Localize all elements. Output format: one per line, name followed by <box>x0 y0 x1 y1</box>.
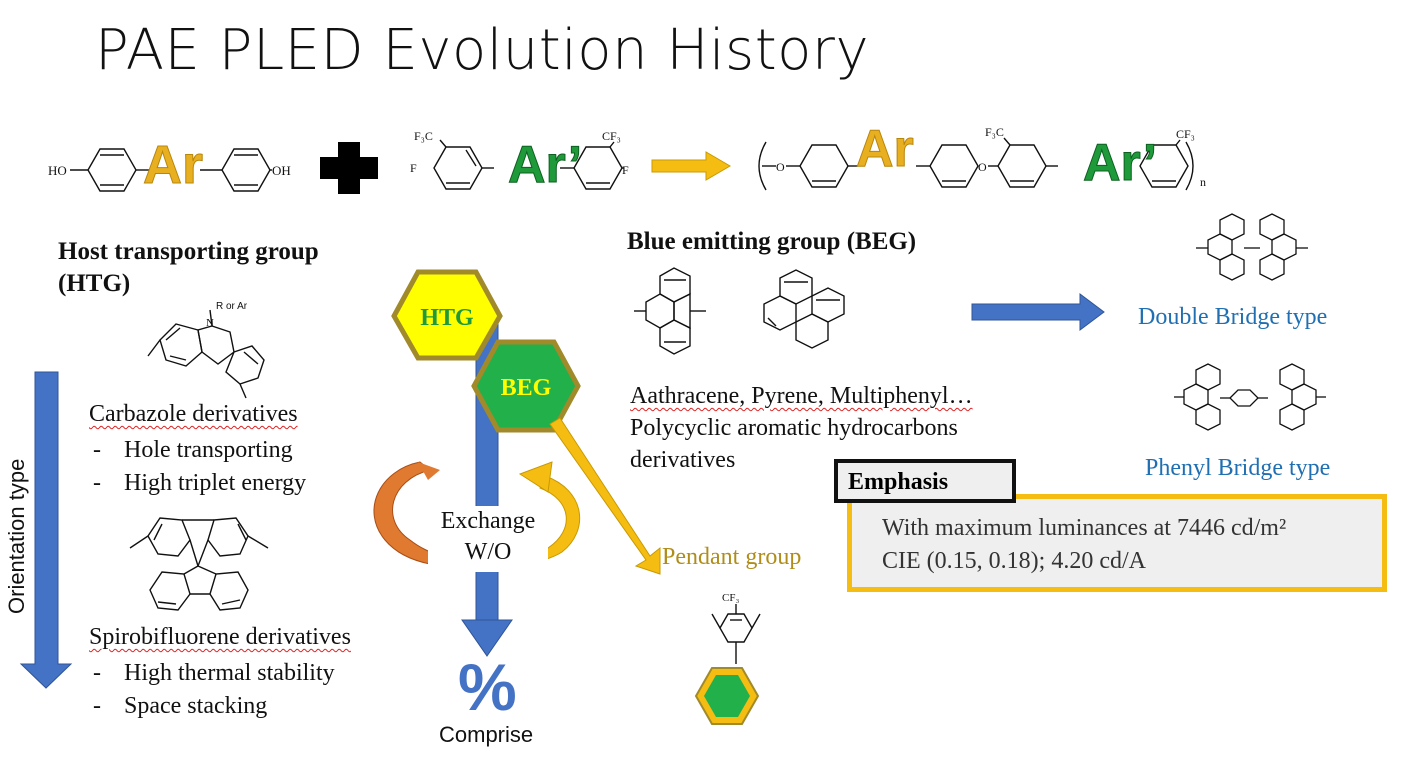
pendant-arrow <box>549 417 661 575</box>
pendant-structure <box>711 604 761 664</box>
beg-hexagon-label: BEG <box>501 375 552 401</box>
polymer-structure: O O F₃C CF₃ n <box>758 125 1206 191</box>
emphasis-line2: CIE (0.15, 0.18); 4.20 cd/A <box>882 548 1146 574</box>
spirobifluorene-structure <box>129 517 269 611</box>
double-bridge-structure <box>1196 213 1308 281</box>
n-subscript: n <box>1200 175 1206 189</box>
beg-heading: Blue emitting group (BEG) <box>627 228 917 255</box>
carbazole-point: Hole transporting <box>89 434 306 467</box>
beg-line1-text: Aathracene, Pyrene, Multiphenyl… <box>630 383 973 409</box>
carbazole-title-text: Carbazole derivatives <box>89 401 298 427</box>
phenyl-bridge-structure <box>1174 363 1326 431</box>
monomer-difluoro: F₃C F CF₃ F <box>410 129 629 190</box>
pendant-hexagon <box>694 667 760 725</box>
f3c-label-1: F₃C <box>414 129 433 143</box>
carbazole-point: High triplet energy <box>89 467 306 500</box>
f-label-1: F <box>410 161 417 175</box>
monomer-diol: HO OH <box>48 148 291 192</box>
htg-heading: Host transporting group (HTG) <box>58 236 319 300</box>
phenyl-bridge-label: Phenyl Bridge type <box>1145 455 1331 481</box>
slide-title: PAE PLED Evolution History <box>95 18 870 83</box>
oh-label: OH <box>272 163 291 178</box>
plus-icon <box>320 142 378 194</box>
emphasis-line1: With maximum luminances at 7446 cd/m² <box>882 515 1287 541</box>
cf3-label-1: CF₃ <box>602 129 621 143</box>
ar-label: Ar <box>143 135 203 195</box>
ar-prime-label: Ar’ <box>508 136 582 194</box>
beg-line3: derivatives <box>630 447 736 473</box>
comprise-label: Comprise <box>439 722 534 747</box>
carbazole-title: Carbazole derivatives <box>89 401 298 428</box>
beg-line1: Aathracene, Pyrene, Multiphenyl… <box>630 380 973 412</box>
f-label-2: F <box>622 163 629 177</box>
percent-symbol: % <box>458 650 517 724</box>
orientation-label: Orientation type <box>4 459 29 614</box>
beg-line2: Polycyclic aromatic hydrocarbons <box>630 415 958 441</box>
beg-description: Aathracene, Pyrene, Multiphenyl… Polycyc… <box>630 380 973 476</box>
carbazole-substituent-label: R or Ar <box>216 301 248 312</box>
o-label-2: O <box>978 160 987 174</box>
emphasis-box <box>847 494 1387 592</box>
cf3-label-2: CF₃ <box>1176 127 1195 141</box>
spiro-title-text: Spirobifluorene derivatives <box>89 624 351 650</box>
carbazole-n-label: N <box>206 317 214 329</box>
ho-label: HO <box>48 163 67 178</box>
exchange-label: Exchange W/O <box>428 506 548 572</box>
exchange-line2: W/O <box>464 539 512 565</box>
o-label-1: O <box>776 160 785 174</box>
spiro-point: Space stacking <box>89 690 335 723</box>
pyrene-structure <box>763 269 845 349</box>
exchange-arrow-gold <box>518 461 581 561</box>
ar-label-polymer: Ar <box>856 120 914 178</box>
carbazole-structure <box>147 309 265 399</box>
emphasis-tag: Emphasis <box>834 459 1016 503</box>
reaction-arrow <box>651 151 731 181</box>
htg-heading-line2: (HTG) <box>58 270 131 297</box>
emphasis-text: With maximum luminances at 7446 cd/m² CI… <box>882 512 1286 578</box>
bridge-arrow <box>971 293 1105 331</box>
carbazole-points: Hole transporting High triplet energy <box>89 434 306 500</box>
htg-hexagon <box>391 269 503 361</box>
ar-prime-label-polymer: Ar’ <box>1083 134 1157 192</box>
orientation-arrow <box>19 371 73 689</box>
spiro-point: High thermal stability <box>89 657 335 690</box>
htg-heading-line1: Host transporting group <box>58 238 319 265</box>
spiro-title: Spirobifluorene derivatives <box>89 624 351 651</box>
anthracene-structure <box>634 267 706 355</box>
double-bridge-label: Double Bridge type <box>1138 304 1328 330</box>
htg-hexagon-label: HTG <box>420 305 474 331</box>
exchange-line1: Exchange <box>440 508 536 534</box>
pendant-cf3-label: CF₃ <box>722 592 739 604</box>
spiro-points: High thermal stability Space stacking <box>89 657 335 723</box>
f3c-label-2: F₃C <box>985 125 1004 139</box>
pendant-label: Pendant group <box>662 544 802 570</box>
